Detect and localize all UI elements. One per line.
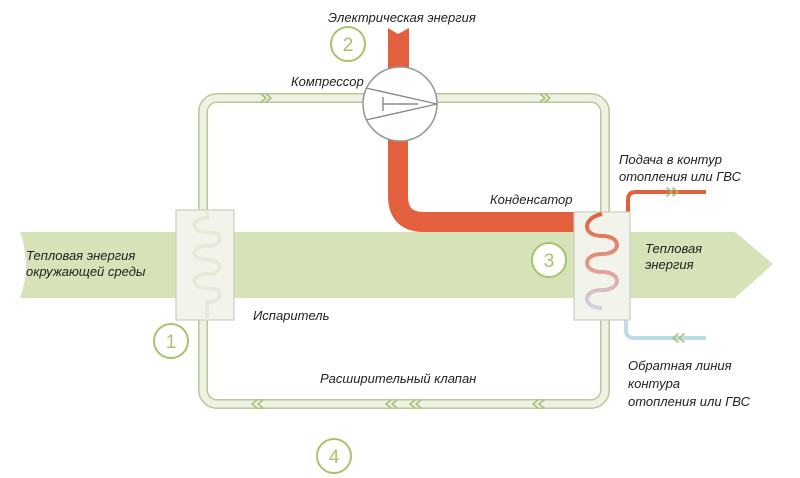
electric-energy-input — [388, 28, 409, 74]
ambient-heat-label-line2: окружающей среды — [26, 264, 146, 279]
compressor-icon — [362, 66, 438, 142]
flow-chevron-icon — [251, 93, 685, 409]
return-label-line1: Обратная линия — [628, 358, 732, 373]
condenser-label: Конденсатор — [490, 192, 573, 207]
expansion-valve-label: Расширительный клапан — [320, 371, 476, 386]
ambient-heat-label-line1: Тепловая энергия — [26, 248, 135, 263]
evaporator-coil-icon — [175, 209, 235, 321]
evaporator-label: Испаритель — [253, 308, 330, 323]
thermal-energy-label-line1: Тепловая — [645, 241, 702, 256]
svg-text:2: 2 — [343, 35, 354, 56]
return-label-line2: контура — [628, 376, 680, 391]
electric-energy-label: Электрическая энергия — [328, 10, 476, 25]
return-label-line3: отопления или ГВС — [628, 394, 751, 409]
compressor-label: Компрессор — [291, 74, 364, 89]
step-circle-4: 4 — [316, 438, 352, 474]
svg-text:1: 1 — [166, 332, 177, 353]
thermal-energy-label-line2: энергия — [645, 257, 694, 272]
step-circle-1: 1 — [153, 323, 189, 359]
supply-label-line1: Подача в контур — [619, 152, 722, 167]
step-circle-3: 3 — [531, 242, 567, 278]
hot-refrigerant-pipe — [388, 140, 585, 232]
step-circle-2: 2 — [330, 26, 366, 62]
condenser-coil-icon — [573, 211, 631, 321]
svg-text:4: 4 — [329, 447, 340, 468]
svg-text:3: 3 — [544, 251, 555, 272]
supply-label-line2: отопления или ГВС — [619, 169, 742, 184]
